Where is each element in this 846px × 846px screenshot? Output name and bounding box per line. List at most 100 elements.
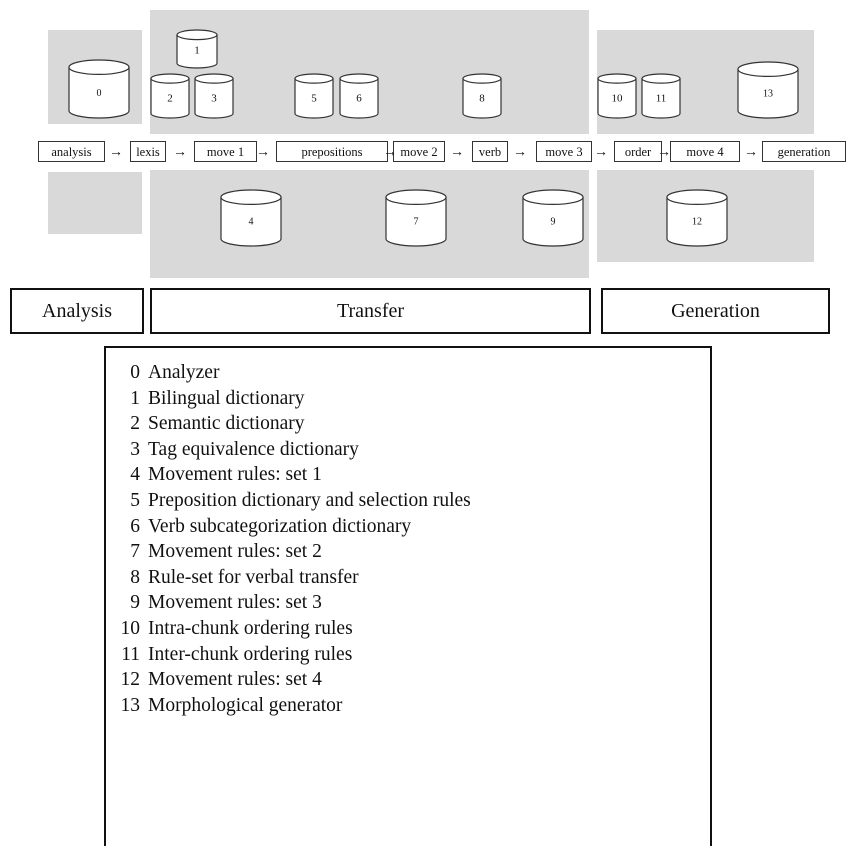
pipeline-arrow: → bbox=[594, 145, 608, 160]
pipeline-step-label: lexis bbox=[136, 145, 160, 159]
pipeline-arrow: → bbox=[256, 145, 270, 160]
database-icon: 7 bbox=[385, 189, 447, 247]
pipeline-step-label: move 3 bbox=[545, 145, 582, 159]
database-icon: 11 bbox=[641, 73, 681, 119]
pipeline-step-box bbox=[614, 141, 662, 162]
database-label: 9 bbox=[551, 217, 556, 228]
legend-item-label: Inter-chunk ordering rules bbox=[148, 643, 353, 665]
legend-item-number: 6 bbox=[130, 515, 140, 537]
database-icon: 12 bbox=[666, 189, 728, 247]
pipeline-step-box bbox=[472, 141, 508, 162]
pipeline-step: move 3 bbox=[536, 141, 592, 162]
stage-transfer: Transfer bbox=[150, 288, 591, 334]
pipeline-step: move 2 bbox=[393, 141, 445, 162]
pipeline-step-label: move 2 bbox=[400, 145, 437, 159]
pipeline-arrow: → bbox=[450, 145, 464, 160]
legend-item-label: Movement rules: set 1 bbox=[148, 464, 322, 486]
database-icon: 0 bbox=[68, 59, 130, 119]
pipeline-arrow: → bbox=[109, 145, 123, 160]
database-label: 12 bbox=[692, 217, 702, 228]
pipeline-step-label: analysis bbox=[51, 145, 91, 159]
database-label: 8 bbox=[479, 92, 485, 104]
database-icon: 9 bbox=[522, 189, 584, 247]
pipeline-step-box bbox=[194, 141, 257, 162]
pipeline-step: move 1 bbox=[194, 141, 257, 162]
legend-item-number: 4 bbox=[130, 464, 140, 486]
database-label: 2 bbox=[167, 92, 173, 104]
database-icon: 13 bbox=[737, 61, 799, 119]
database-label: 6 bbox=[356, 92, 362, 104]
pipeline-step-label: move 1 bbox=[207, 145, 244, 159]
pipeline-arrow: → bbox=[173, 145, 187, 160]
pipeline-step-box bbox=[670, 141, 740, 162]
database-label: 10 bbox=[612, 92, 624, 104]
database-label: 13 bbox=[763, 89, 773, 100]
legend-item-label: Rule-set for verbal transfer bbox=[148, 566, 359, 588]
pipeline-step-box bbox=[393, 141, 445, 162]
legend-item-label: Tag equivalence dictionary bbox=[148, 438, 359, 460]
database-icon: 2 bbox=[150, 73, 190, 119]
pipeline-step-label: order bbox=[625, 145, 652, 159]
pipeline-arrow: → bbox=[657, 145, 671, 160]
legend-item-label: Bilingual dictionary bbox=[148, 387, 305, 409]
legend-item-label: Morphological generator bbox=[148, 694, 343, 716]
pipeline-step-label: generation bbox=[778, 145, 832, 159]
pipeline-step: lexis bbox=[130, 141, 166, 162]
legend-item-label: Semantic dictionary bbox=[148, 413, 305, 435]
legend-item-number: 12 bbox=[120, 669, 141, 691]
legend-item-number: 7 bbox=[130, 541, 140, 563]
pipeline-arrow: → bbox=[383, 145, 397, 160]
legend-item-label: Movement rules: set 2 bbox=[148, 541, 322, 563]
pipeline-step: analysis bbox=[38, 141, 105, 162]
pipeline-step: generation bbox=[762, 141, 846, 162]
legend-item: 0 Analyzer bbox=[106, 362, 710, 388]
database-label: 11 bbox=[656, 92, 667, 104]
pipeline-step: order bbox=[614, 141, 662, 162]
pipeline-arrow: → bbox=[513, 145, 527, 160]
legend-item-label: Preposition dictionary and selection rul… bbox=[148, 489, 471, 511]
legend-item-number: 11 bbox=[121, 643, 140, 665]
database-label: 7 bbox=[414, 217, 419, 228]
pipeline-step: move 4 bbox=[670, 141, 740, 162]
legend-item: 12 Movement rules: set 4 bbox=[106, 669, 710, 695]
database-icon: 10 bbox=[597, 73, 637, 119]
legend-item-label: Analyzer bbox=[148, 362, 220, 383]
database-label: 3 bbox=[211, 92, 217, 104]
database-icon: 1 bbox=[176, 29, 218, 69]
stage-generation: Generation bbox=[601, 288, 830, 334]
pipeline-arrow: → bbox=[744, 145, 758, 160]
database-label: 1 bbox=[194, 45, 200, 57]
legend-item: 4 Movement rules: set 1 bbox=[106, 464, 710, 490]
legend-item-number: 9 bbox=[130, 592, 140, 614]
stage-analysis: Analysis bbox=[10, 288, 144, 334]
database-icon: 5 bbox=[294, 73, 334, 119]
database-label: 0 bbox=[97, 88, 102, 99]
database-label: 5 bbox=[311, 92, 317, 104]
legend-item: 9 Movement rules: set 3 bbox=[106, 592, 710, 618]
legend-item-number: 5 bbox=[130, 489, 140, 511]
pipeline-step-label: verb bbox=[479, 145, 501, 159]
pipeline-step-box bbox=[38, 141, 105, 162]
analysis-band-bottom bbox=[48, 172, 142, 234]
legend-item: 2 Semantic dictionary bbox=[106, 413, 710, 439]
pipeline-step-box bbox=[276, 141, 388, 162]
database-icon: 3 bbox=[194, 73, 234, 119]
legend-item-label: Movement rules: set 4 bbox=[148, 669, 322, 691]
legend-item: 11 Inter-chunk ordering rules bbox=[106, 644, 710, 670]
legend-item-label: Movement rules: set 3 bbox=[148, 592, 322, 614]
pipeline-step: verb bbox=[472, 141, 508, 162]
legend-item-number: 2 bbox=[130, 413, 140, 435]
database-label: 4 bbox=[249, 217, 254, 228]
pipeline-step-label: prepositions bbox=[301, 145, 362, 159]
pipeline-diagram: analysis lexis move 1 prepositions move 2 ver… bbox=[38, 29, 846, 247]
pipeline-step-box bbox=[130, 141, 166, 162]
legend-item: 5 Preposition dictionary and selection ru… bbox=[106, 490, 710, 516]
pipeline-step-label: move 4 bbox=[686, 145, 724, 159]
legend-item-label: Intra-chunk ordering rules bbox=[148, 617, 353, 639]
legend-item-number: 0 bbox=[130, 362, 140, 383]
